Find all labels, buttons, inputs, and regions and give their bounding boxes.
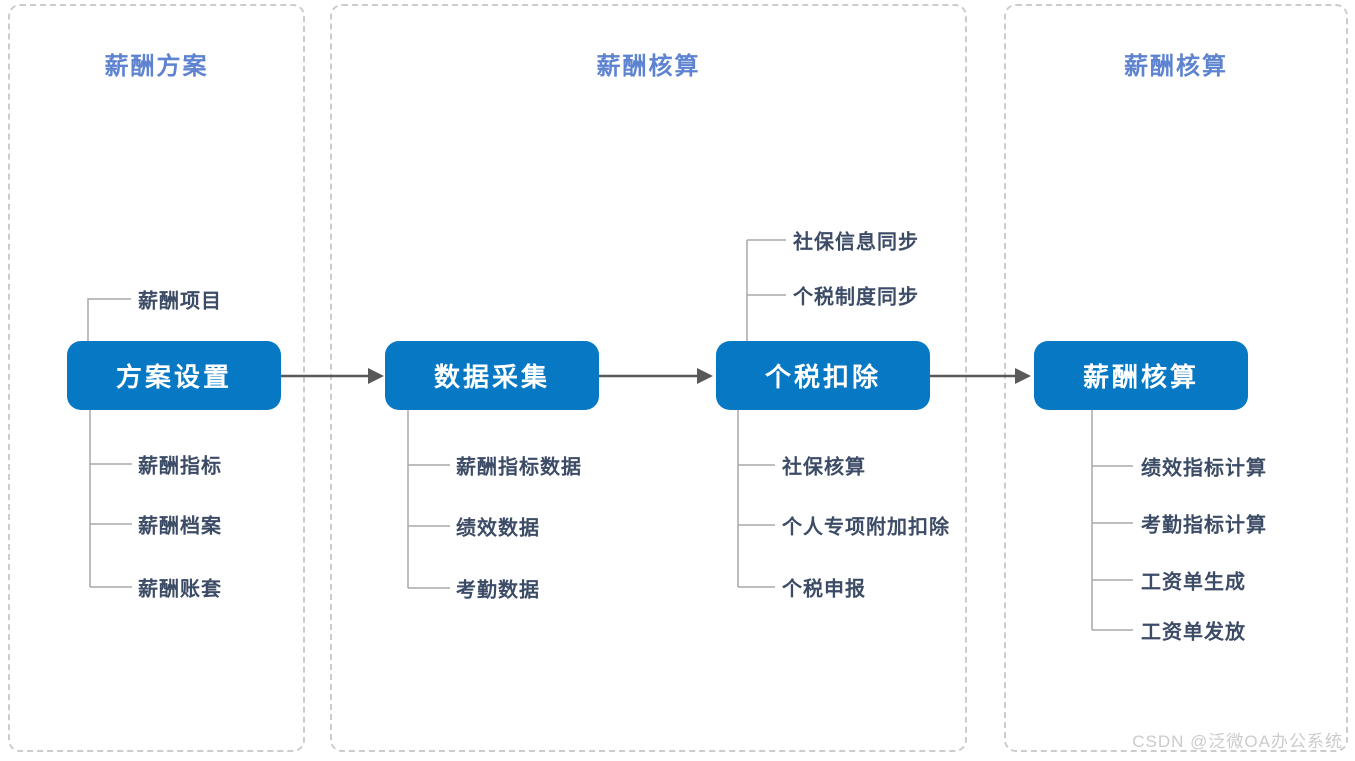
- watermark: CSDN @泛微OA办公系统: [1132, 732, 1343, 751]
- branch-label: 社保信息同步: [793, 231, 919, 254]
- branch-label: 个税申报: [782, 578, 866, 601]
- branch-label: 薪酬指标: [138, 455, 222, 478]
- branch-label: 薪酬档案: [138, 515, 222, 538]
- panel-salary-calc-middle: 薪酬核算: [330, 4, 967, 752]
- panel-salary-plan: 薪酬方案: [8, 4, 305, 752]
- branch-label: 工资单生成: [1141, 571, 1246, 594]
- branch-label: 绩效数据: [456, 517, 540, 540]
- panel-salary-calc-right: 薪酬核算: [1004, 4, 1348, 752]
- panel-title: 薪酬核算: [1124, 53, 1228, 80]
- node-salary-calculation: 薪酬核算: [1034, 341, 1248, 410]
- branch-label: 考勤数据: [456, 579, 540, 602]
- branch-label: 个税制度同步: [793, 286, 919, 309]
- branch-label: 工资单发放: [1141, 621, 1246, 644]
- branch-label: 个人专项附加扣除: [782, 516, 950, 539]
- node-data-collection: 数据采集: [385, 341, 599, 410]
- branch-label: 薪酬指标数据: [456, 456, 582, 479]
- branch-label: 绩效指标计算: [1141, 457, 1267, 480]
- panel-title: 薪酬核算: [596, 53, 701, 80]
- panel-title: 薪酬方案: [104, 53, 209, 80]
- node-tax-deduction: 个税扣除: [716, 341, 930, 410]
- node-plan-setup: 方案设置: [67, 341, 281, 410]
- branch-label: 薪酬项目: [138, 290, 222, 313]
- branch-label: 薪酬账套: [138, 578, 222, 601]
- branch-label: 社保核算: [782, 456, 866, 479]
- branch-label: 考勤指标计算: [1141, 514, 1267, 537]
